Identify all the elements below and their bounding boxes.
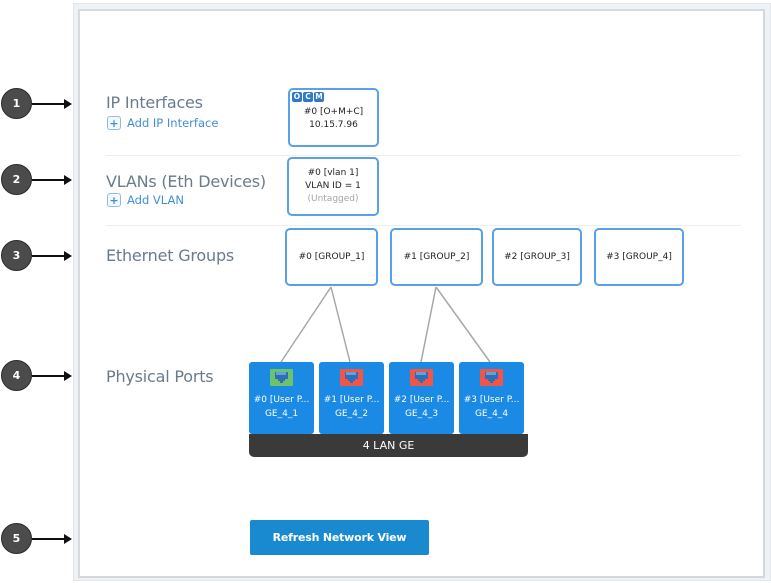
ethernet-group-node-3[interactable]: #3 [GROUP_4] <box>594 228 684 286</box>
ip-interface-node[interactable]: O C M #0 [O+M+C] 10.15.7.96 <box>288 88 379 147</box>
port-title: #2 [User P... <box>393 395 450 405</box>
add-vlan-label: Add VLAN <box>127 193 184 207</box>
plus-icon: + <box>107 193 121 207</box>
callout-arrow-line <box>32 103 66 105</box>
ip-interface-address: 10.15.7.96 <box>309 119 358 130</box>
add-vlan-link[interactable]: + Add VLAN <box>107 193 184 207</box>
badge-control: C <box>303 92 313 102</box>
callout-4: 4 <box>0 360 76 394</box>
callout-number: 3 <box>1 240 32 271</box>
callout-arrow-line <box>32 538 66 540</box>
port-module-name: 4 LAN GE <box>362 439 415 452</box>
arrow-head-icon <box>64 534 72 544</box>
port-module-label: 4 LAN GE <box>249 434 528 457</box>
add-ip-interface-label: Add IP Interface <box>127 116 219 130</box>
callout-number: 5 <box>1 523 32 554</box>
ethernet-port-icon <box>345 372 358 383</box>
port-status-indicator <box>270 369 293 386</box>
ethernet-group-title: #0 [GROUP_1] <box>298 251 365 262</box>
callout-arrow-line <box>32 255 66 257</box>
ip-interface-title: #0 [O+M+C] <box>303 106 364 117</box>
arrow-head-icon <box>64 99 72 109</box>
badge-oamp: O <box>292 92 302 102</box>
port-title: #1 [User P... <box>323 395 380 405</box>
physical-port-1[interactable]: #1 [User P... GE_4_2 <box>319 362 384 434</box>
vlan-tagging: (Untagged) <box>307 194 359 204</box>
refresh-network-view-button[interactable]: Refresh Network View <box>250 520 429 555</box>
physical-ports-label: Physical Ports <box>106 367 214 386</box>
vlan-node[interactable]: #0 [vlan 1] VLAN ID = 1 (Untagged) <box>287 157 379 216</box>
ethernet-port-icon <box>275 372 288 383</box>
callout-2: 2 <box>0 164 76 198</box>
callout-5: 5 <box>0 523 76 557</box>
callout-number: 2 <box>1 164 32 195</box>
port-name: GE_4_3 <box>404 409 439 419</box>
callout-arrow-line <box>32 375 66 377</box>
section-divider <box>106 225 741 226</box>
ethernet-group-title: #3 [GROUP_4] <box>606 251 672 262</box>
arrow-head-icon <box>64 371 72 381</box>
callout-number: 1 <box>1 88 32 119</box>
port-status-indicator <box>480 369 503 386</box>
ethernet-group-node-2[interactable]: #2 [GROUP_3] <box>492 228 582 286</box>
app-type-badges: O C M <box>292 92 324 102</box>
ethernet-group-node-0[interactable]: #0 [GROUP_1] <box>285 228 378 286</box>
ethernet-groups-label: Ethernet Groups <box>106 246 235 265</box>
add-ip-interface-link[interactable]: + Add IP Interface <box>107 116 218 130</box>
section-divider <box>106 155 741 156</box>
port-status-indicator <box>410 369 433 386</box>
callout-number: 4 <box>1 360 32 391</box>
ethernet-port-icon <box>415 372 428 383</box>
arrow-head-icon <box>64 175 72 185</box>
ethernet-group-title: #2 [GROUP_3] <box>504 251 570 262</box>
physical-port-0[interactable]: #0 [User P... GE_4_1 <box>249 362 314 434</box>
ethernet-group-node-1[interactable]: #1 [GROUP_2] <box>390 228 483 286</box>
port-name: GE_4_4 <box>474 409 509 419</box>
callout-arrow-line <box>32 179 66 181</box>
callout-3: 3 <box>0 240 76 274</box>
vlan-id: VLAN ID = 1 <box>305 181 361 191</box>
ethernet-group-title: #1 [GROUP_2] <box>403 251 470 262</box>
port-title: #3 [User P... <box>463 395 520 405</box>
ip-interfaces-label: IP Interfaces <box>106 93 203 112</box>
vlans-label: VLANs (Eth Devices) <box>106 172 266 191</box>
plus-icon: + <box>107 116 121 130</box>
callout-1: 1 <box>0 88 76 122</box>
physical-port-2[interactable]: #2 [User P... GE_4_3 <box>389 362 454 434</box>
physical-port-3[interactable]: #3 [User P... GE_4_4 <box>459 362 524 434</box>
port-name: GE_4_2 <box>334 409 369 419</box>
vlan-title: #0 [vlan 1] <box>307 168 359 178</box>
port-title: #0 [User P... <box>253 395 310 405</box>
arrow-head-icon <box>64 251 72 261</box>
badge-media: M <box>314 92 324 102</box>
port-status-indicator <box>340 369 363 386</box>
port-name: GE_4_1 <box>264 409 299 419</box>
ethernet-port-icon <box>485 372 498 383</box>
